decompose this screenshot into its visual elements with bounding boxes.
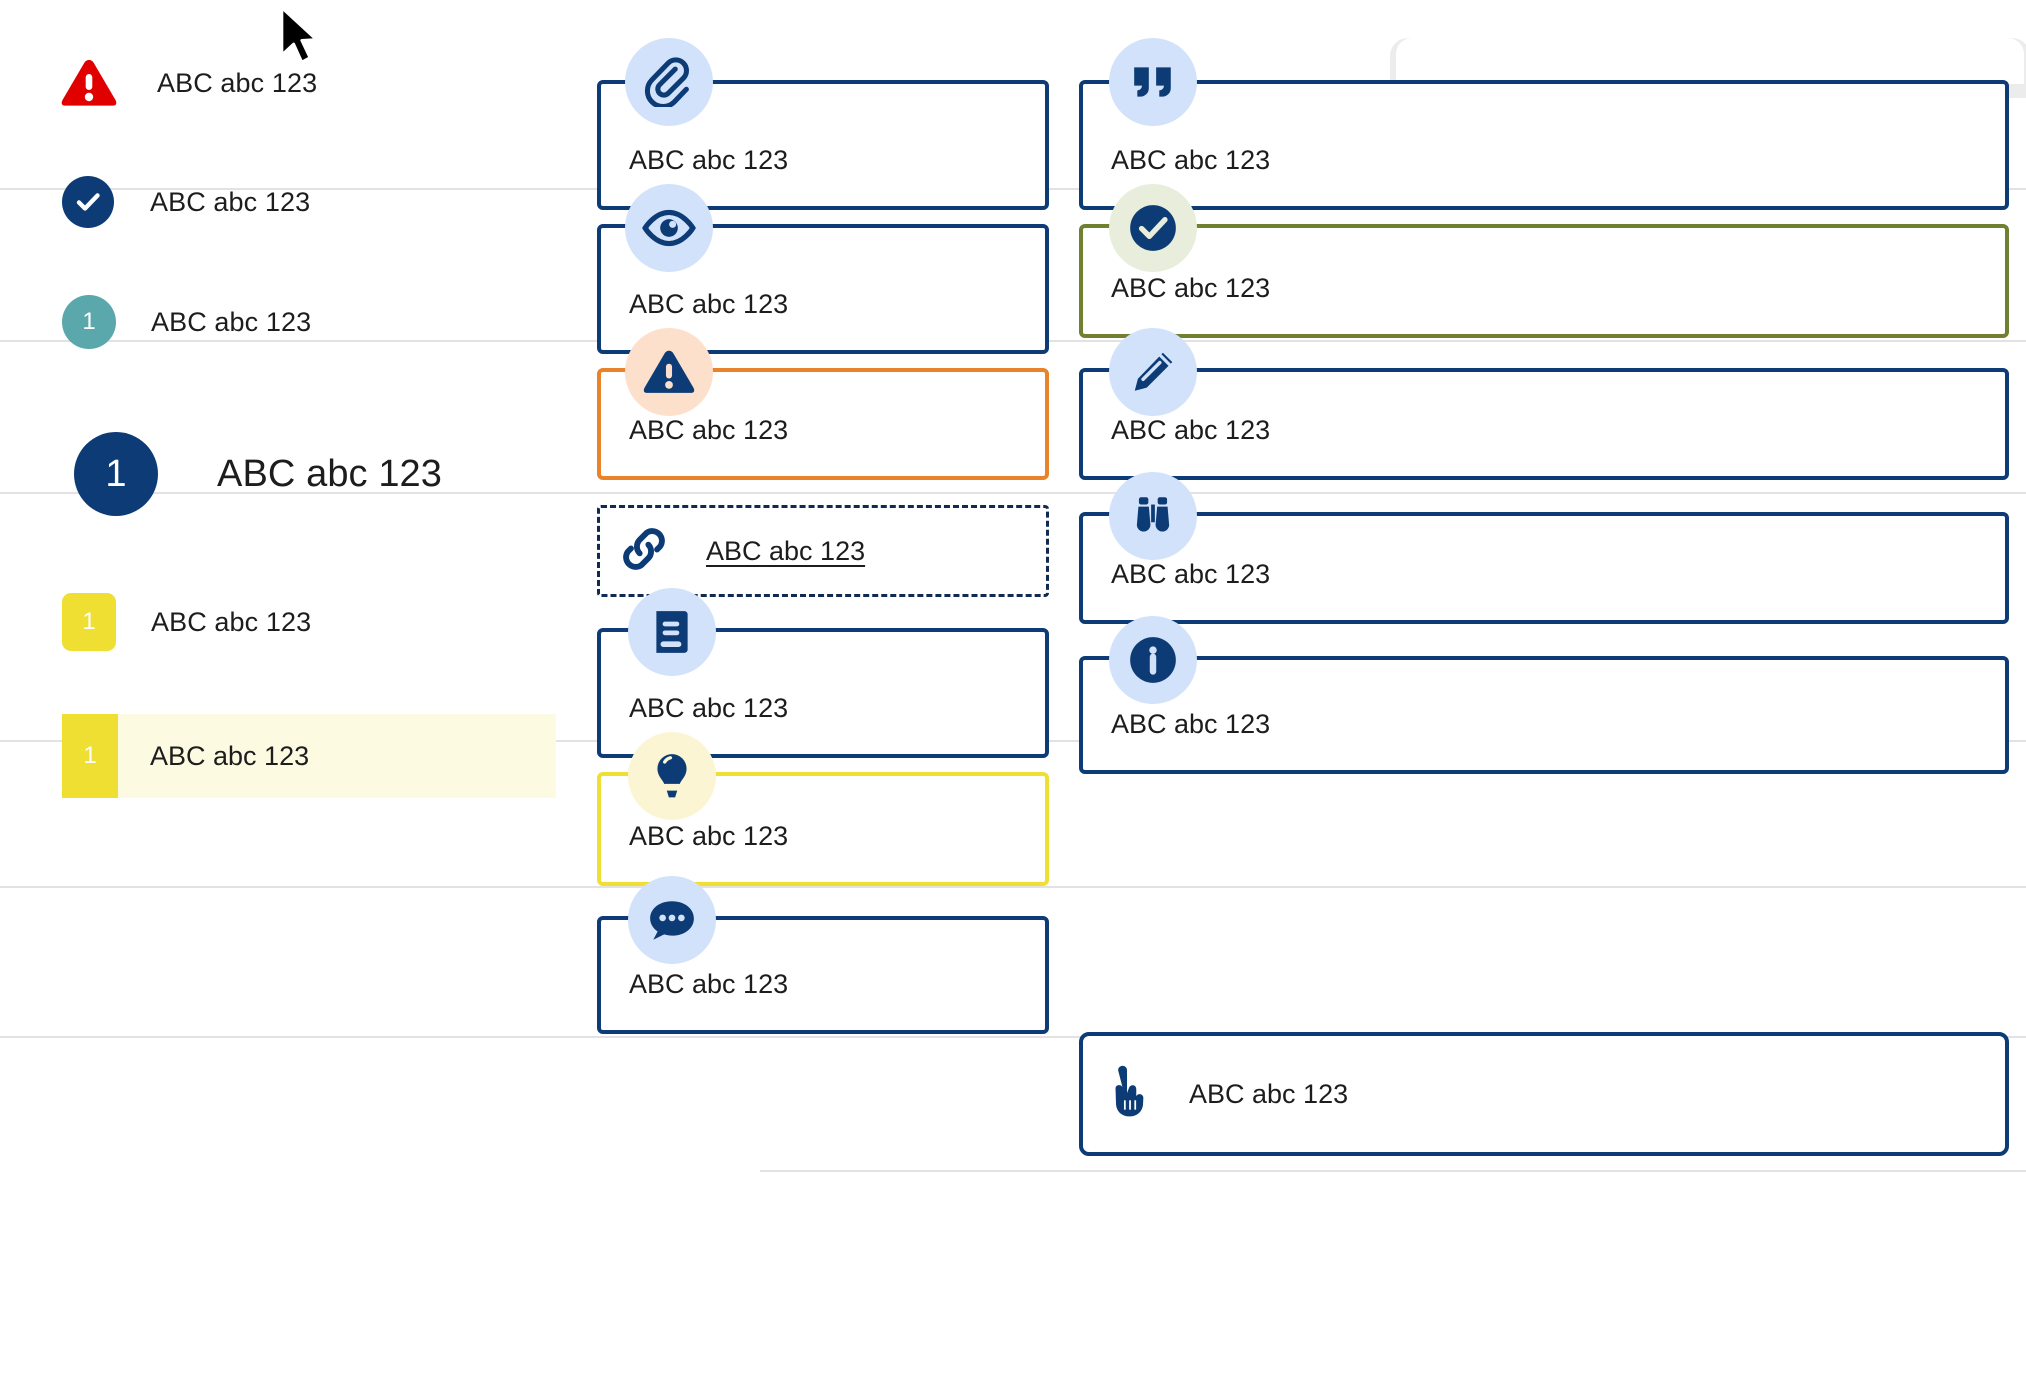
card-text: ABC abc 123 — [629, 821, 789, 851]
link-icon — [618, 523, 670, 580]
card-text: ABC abc 123 — [1111, 709, 1271, 739]
list-item[interactable]: ABC abc 123 — [62, 176, 310, 228]
list-item-label: ABC abc 123 — [157, 67, 318, 98]
card-action-text: ABC abc 123 — [1189, 1078, 1349, 1109]
list-item[interactable]: 1 ABC abc 123 — [62, 593, 311, 651]
card-edit[interactable]: ABC abc 123 — [1079, 368, 2009, 480]
book-icon — [628, 588, 716, 676]
comment-dots-icon — [628, 876, 716, 964]
card-quote[interactable]: ABC abc 123 — [1079, 80, 2009, 210]
list-item-label: ABC abc 123 — [151, 306, 312, 337]
card-info[interactable]: ABC abc 123 — [1079, 656, 2009, 774]
card-text: ABC abc 123 — [629, 693, 789, 723]
mouse-pointer-icon — [278, 6, 322, 64]
list-item[interactable]: 1 ABC abc 123 — [74, 432, 442, 516]
card-text: ABC abc 123 — [1111, 273, 1271, 303]
list-item[interactable]: ABC abc 123 — [60, 57, 317, 109]
list-item[interactable]: 1 ABC abc 123 — [62, 295, 311, 349]
list-item-label: ABC abc 123 — [150, 186, 311, 217]
card-text: ABC abc 123 — [629, 415, 789, 445]
number-badge-icon: 1 — [62, 593, 116, 651]
separator-rule — [760, 1170, 2026, 1172]
card-link-text[interactable]: ABC abc 123 — [706, 535, 866, 566]
left-list-column: ABC abc 123 ABC abc 123 1 ABC abc 123 1 … — [0, 0, 760, 1392]
paperclip-icon — [625, 38, 713, 126]
separator-rule — [0, 1036, 2026, 1038]
quote-icon — [1109, 38, 1197, 126]
card-explore[interactable]: ABC abc 123 — [1079, 512, 2009, 624]
card-text: ABC abc 123 — [1111, 415, 1271, 445]
eye-icon — [625, 184, 713, 272]
card-link[interactable]: ABC abc 123 — [597, 505, 1049, 597]
card-text: ABC abc 123 — [629, 289, 789, 319]
card-text: ABC abc 123 — [1111, 559, 1271, 589]
pointing-hand-icon — [1105, 1065, 1153, 1124]
warning-triangle-icon — [60, 57, 118, 109]
separator-rule — [0, 492, 2026, 494]
list-item-label: ABC abc 123 — [217, 452, 443, 495]
warning-triangle-icon — [625, 328, 713, 416]
lightbulb-icon — [628, 732, 716, 820]
separator-rule — [0, 886, 2026, 888]
number-badge-icon: 1 — [62, 295, 116, 349]
list-item-selected[interactable]: 1 ABC abc 123 — [62, 714, 556, 798]
info-circle-icon — [1109, 616, 1197, 704]
card-text: ABC abc 123 — [1111, 145, 1271, 175]
card-action[interactable]: ABC abc 123 — [1079, 1032, 2009, 1156]
card-approved[interactable]: ABC abc 123 — [1079, 224, 2009, 338]
card-text: ABC abc 123 — [629, 145, 789, 175]
card-text: ABC abc 123 — [629, 969, 789, 999]
list-item-label: ABC abc 123 — [151, 606, 312, 637]
number-badge-icon: 1 — [74, 432, 158, 516]
number-badge-icon: 1 — [62, 714, 118, 798]
list-item-label: ABC abc 123 — [150, 740, 310, 771]
check-circle-icon — [62, 176, 114, 228]
binoculars-icon — [1109, 472, 1197, 560]
pencil-icon — [1109, 328, 1197, 416]
check-circle-icon — [1109, 184, 1197, 272]
